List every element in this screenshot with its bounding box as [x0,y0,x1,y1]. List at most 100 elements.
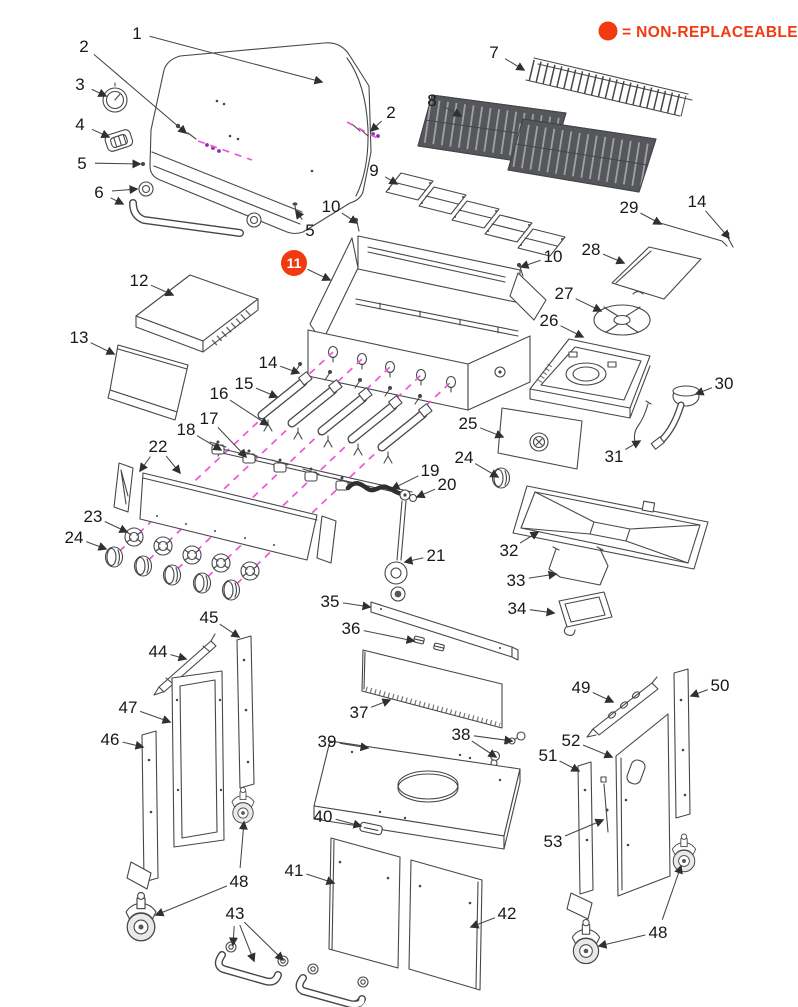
callout-part-15: 15 [235,374,279,399]
svg-text:14: 14 [259,353,278,372]
left-front-leg [126,730,159,890]
svg-text:24: 24 [455,448,474,467]
svg-text:50: 50 [711,676,730,695]
heat-plates [385,172,566,257]
svg-text:21: 21 [427,546,446,565]
callout-part-17: 17 [200,409,248,459]
callout-part-14: 14 [688,192,730,240]
front-rail [370,601,519,661]
svg-text:42: 42 [498,904,517,923]
svg-text:31: 31 [605,447,624,466]
callout-part-7: 7 [489,43,526,71]
svg-text:3: 3 [75,75,84,94]
svg-text:39: 39 [318,732,337,751]
left-rear-leg [236,635,255,789]
svg-text:36: 36 [342,619,361,638]
callout-part-24: 24 [65,528,108,551]
callout-part-23: 23 [84,507,129,533]
burner-valves [209,440,351,491]
callout-part-47: 47 [119,698,172,724]
callout-part-46: 46 [101,730,145,750]
svg-text:41: 41 [285,861,304,880]
svg-text:32: 32 [500,541,519,560]
svg-text:11: 11 [287,255,302,271]
non-replaceable-dot [598,21,618,41]
right-rear-leg [673,668,691,819]
callout-part-5: 5 [295,209,315,240]
callout-part-14: 14 [259,353,301,375]
svg-text:53: 53 [544,832,563,851]
rail-clips [413,635,445,652]
svg-text:40: 40 [314,807,333,826]
slide-rod [600,776,609,833]
knob-bezels [124,527,260,581]
svg-text:44: 44 [149,642,168,661]
tray-wire-bracket [548,546,609,586]
grease-tray [512,485,709,570]
callout-part-27: 27 [555,284,603,312]
side-shelf [135,274,259,353]
svg-text:9: 9 [369,161,378,180]
callout-part-53: 53 [544,818,605,851]
lid-handle [129,181,262,237]
callout-part-29: 29 [620,198,663,225]
callout-part-45: 45 [200,608,241,638]
svg-text:18: 18 [177,420,196,439]
firebox [307,235,547,411]
crossover-rod [655,218,734,248]
callout-part-30: 30 [694,374,734,396]
callout-part-52: 52 [562,731,614,759]
callout-part-13: 13 [70,328,116,355]
callout-part-18: 18 [177,420,223,451]
callout-part-41: 41 [285,861,336,885]
tee-fitting [399,489,418,503]
callout-part-11: 11 [281,250,332,281]
callout-part-49: 49 [572,678,615,703]
svg-text:30: 30 [715,374,734,393]
cart-top [313,740,521,850]
igniter-wire [633,400,652,443]
callout-part-25: 25 [459,414,505,439]
burner-tubes [257,362,433,464]
regulator-assembly [384,500,408,602]
svg-text:35: 35 [321,592,340,611]
svg-text:10: 10 [544,247,563,266]
svg-text:19: 19 [421,461,440,480]
svg-text:45: 45 [200,608,219,627]
front-panel [361,649,503,729]
gas-hose [345,481,418,503]
side-burner-lid [611,246,702,300]
svg-text:29: 29 [620,198,639,217]
callout-part-33: 33 [507,570,558,590]
control-panel [113,462,337,564]
thermometer [102,82,128,113]
callout-part-26: 26 [540,311,585,338]
warming-rack [525,57,693,117]
callout-part-8: 8 [427,91,463,117]
highlighted-part-badge [281,250,307,276]
callout-part-10: 10 [519,247,563,269]
caster-bolt-parts [489,731,526,767]
svg-text:5: 5 [77,154,86,173]
svg-text:15: 15 [235,374,254,393]
svg-text:37: 37 [350,703,369,722]
legend-text: = NON-REPLACEABLE [622,24,798,41]
lid-part [149,42,372,235]
svg-text:20: 20 [438,475,457,494]
callout-part-5: 5 [77,154,142,173]
svg-text:1: 1 [132,24,141,43]
cooking-grates [417,94,657,193]
svg-text:34: 34 [508,599,527,618]
svg-text:5: 5 [305,221,314,240]
right-front-leg [566,761,594,920]
callout-part-36: 36 [342,619,416,644]
right-door [408,859,483,991]
svg-text:2: 2 [386,103,395,122]
callout-part-2: 2 [369,103,396,133]
svg-text:7: 7 [489,43,498,62]
grease-cup [558,591,613,636]
svg-text:27: 27 [555,284,574,303]
callout-part-39: 39 [318,732,370,752]
callout-part-35: 35 [321,592,372,611]
